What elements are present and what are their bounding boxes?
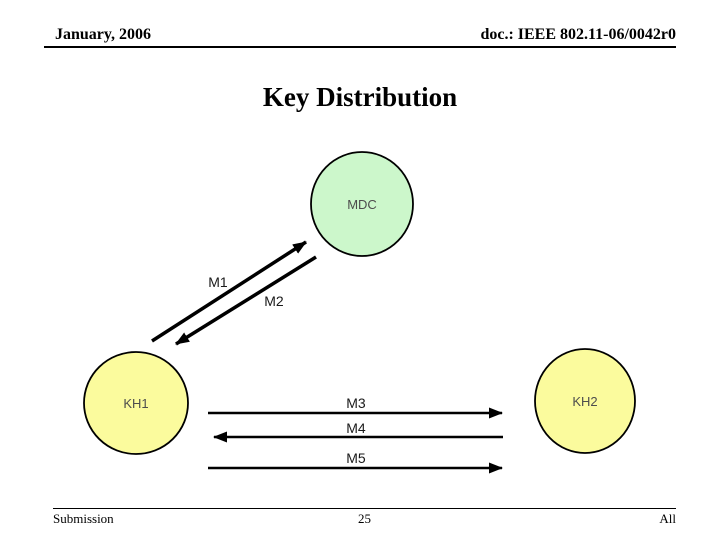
arrow-m1-label: M1 <box>208 274 228 290</box>
slide-header: January, 2006 doc.: IEEE 802.11-06/0042r… <box>44 26 676 48</box>
arrow-m4-label: M4 <box>346 420 366 436</box>
node-kh1 <box>83 351 189 455</box>
page-title: Key Distribution <box>262 82 458 112</box>
header-doc-number: doc.: IEEE 802.11-06/0042r0 <box>480 26 676 43</box>
slide-footer: Submission 25 All <box>53 508 676 527</box>
footer-all: All <box>659 511 676 526</box>
footer-submission: Submission <box>53 511 114 526</box>
node-mdc <box>310 151 414 257</box>
arrow-m2 <box>175 255 317 346</box>
header-date: January, 2006 <box>55 26 152 43</box>
arrow-m2-label: M2 <box>264 293 284 309</box>
arrow-m1 <box>151 240 307 343</box>
arrow-m5-label: M5 <box>346 450 366 466</box>
node-kh2-label: KH2 <box>572 394 597 409</box>
node-kh2 <box>534 348 636 454</box>
node-mdc-label: MDC <box>347 197 377 212</box>
footer-page-number: 25 <box>358 511 371 526</box>
arrow-m3-label: M3 <box>346 395 366 411</box>
node-kh1-label: KH1 <box>123 396 148 411</box>
